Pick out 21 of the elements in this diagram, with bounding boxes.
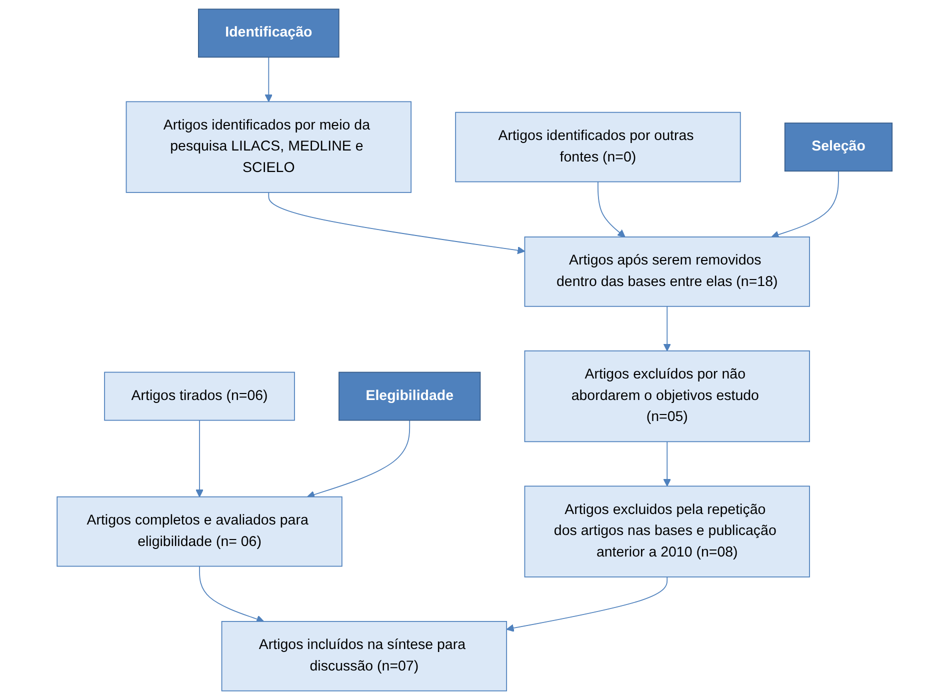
node-box: Identificação (198, 8, 340, 58)
arrow (597, 181, 626, 238)
node-box: Artigos tirados (n=06) (104, 372, 295, 421)
node-box: Artigos excluídos por não abordarem o objetivos estudo (n=05) (524, 350, 810, 442)
arrow (506, 576, 668, 632)
node-box: Artigos completos e avaliados para eligibilidade (n= 06) (56, 496, 342, 567)
node-box: Artigos identificados por meio da pesquisa LILACS, MEDLINE e SCIELO (126, 101, 412, 193)
node-box: Artigos após serem removidos dentro das bases entre elas (n=18) (524, 236, 810, 307)
node-box: Elegibilidade (338, 372, 481, 421)
node-box: Artigos incluídos na síntese para discussão (n=07) (221, 621, 507, 692)
node-box: Seleção (784, 122, 892, 172)
node-box: Artigos excluidos pela repetição dos artigos nas bases e publicação anterior a 2010 (n=08) (524, 486, 810, 578)
arrow (771, 170, 839, 238)
arrow (195, 420, 204, 498)
arrow (663, 441, 671, 487)
arrow (663, 306, 671, 352)
node-box: Artigos identificados por outras fontes (n=0) (455, 112, 741, 182)
arrow (306, 420, 410, 498)
arrow (198, 566, 264, 623)
arrow (264, 56, 272, 102)
arrow (268, 192, 525, 254)
